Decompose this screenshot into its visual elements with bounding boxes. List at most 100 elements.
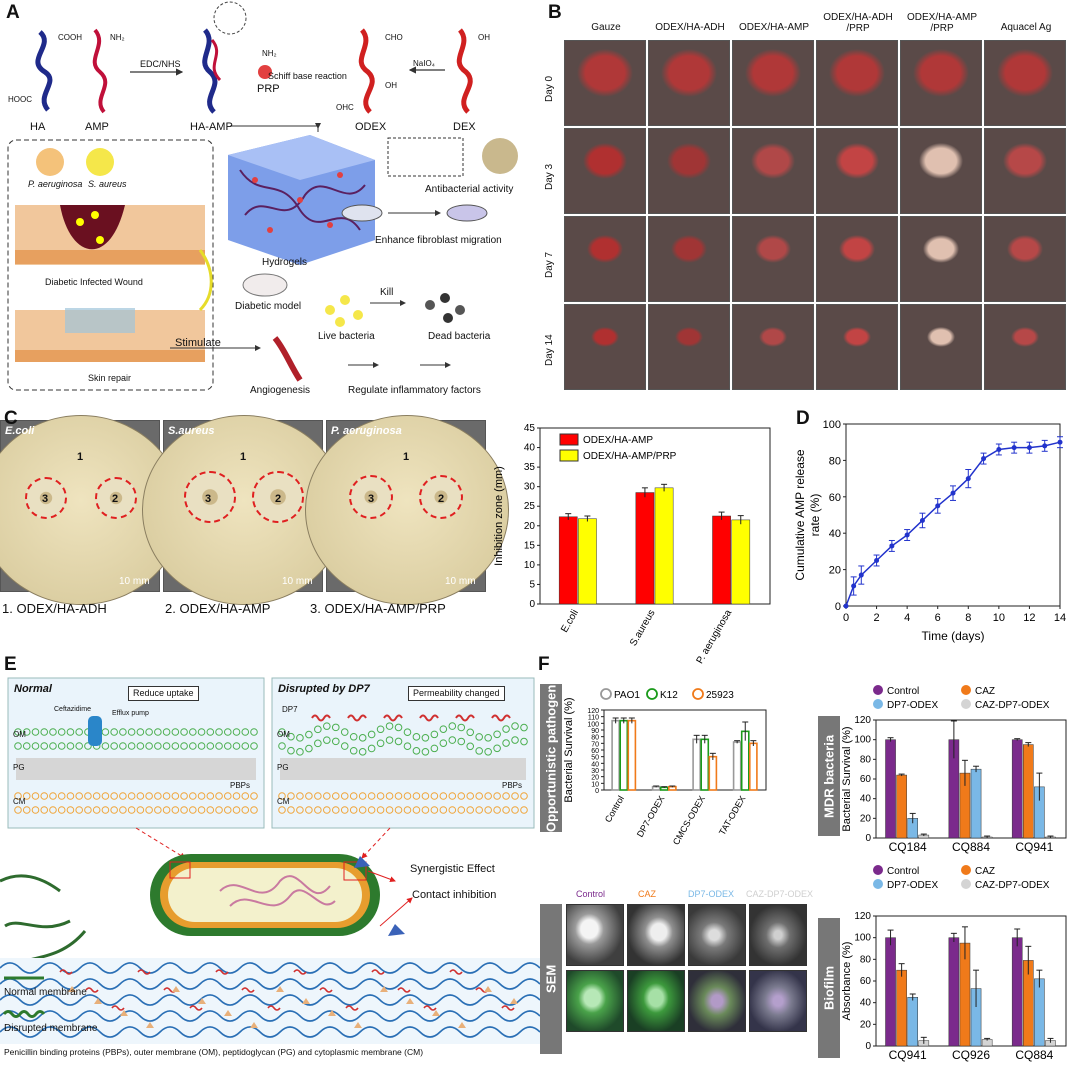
- om-label-disrupted: OM: [277, 730, 290, 739]
- legend-label: CAZ-DP7-ODEX: [975, 700, 1050, 711]
- stimulate-label: Stimulate: [175, 337, 221, 349]
- wound-column-header: ODEX/HA-ADH: [655, 22, 725, 33]
- s-aureus-label: S. aureus: [88, 179, 127, 189]
- legend-swatch: [873, 879, 883, 889]
- wound-photo: [900, 128, 982, 214]
- regulate-label: Regulate inflammatory factors: [348, 385, 481, 396]
- x-tick-label: E.coli: [559, 608, 581, 635]
- om-lipid: [287, 746, 295, 755]
- bar: [907, 997, 918, 1047]
- legend-label: PAO1: [614, 690, 640, 701]
- cm-lipid: [314, 792, 322, 800]
- cm-lipid: [412, 806, 421, 814]
- wound-photo: [984, 40, 1066, 126]
- crosslink-star: [328, 1010, 336, 1016]
- bar: [896, 969, 907, 1047]
- legend-label: K12: [660, 690, 678, 701]
- bar: [578, 518, 597, 605]
- om-lipid: [305, 744, 313, 753]
- cm-lipid: [448, 806, 457, 814]
- om-lipid: [493, 744, 501, 753]
- crosslink-star: [302, 998, 310, 1004]
- cm-lipid: [22, 792, 31, 800]
- cm-lipid: [197, 806, 206, 814]
- cm-lipid: [367, 806, 376, 814]
- om-lipid: [14, 728, 22, 736]
- sem-image-combo-gray: [749, 904, 807, 966]
- y-tick-label: 40: [591, 761, 599, 768]
- angiogenesis-label: Angiogenesis: [250, 385, 311, 396]
- cm-lipid: [493, 806, 501, 814]
- dp7-peptide: [345, 1005, 359, 1011]
- dp7-peptide: [383, 714, 403, 722]
- hydrogel-strand: [0, 962, 541, 974]
- bar: [619, 719, 629, 791]
- om-lipid: [136, 728, 145, 736]
- dp7-peptide: [137, 969, 151, 975]
- cm-lipid: [466, 806, 475, 814]
- crosslink-star: [432, 1010, 440, 1016]
- hydrogel-strand: [0, 1026, 541, 1038]
- cm-lipid: [241, 806, 250, 814]
- legend-label: DP7-ODEX: [887, 880, 938, 891]
- om-lipid: [439, 739, 448, 747]
- diabetic-model-label: Diabetic model: [235, 301, 302, 312]
- y-tick-label: 0: [595, 788, 599, 795]
- plate-paeruginosa-photo: 1 3 2 P. aeruginosa 10 mm: [305, 415, 509, 605]
- pbps-label-normal: PBPs: [230, 781, 251, 790]
- y-tick-label: 60: [860, 976, 872, 987]
- side-label-mdr: MDR bacteria: [818, 716, 840, 836]
- x-tick-label: 12: [1023, 612, 1035, 624]
- om-lipid: [314, 725, 322, 734]
- bar: [1011, 739, 1023, 839]
- dp7-label: DP7: [282, 705, 298, 714]
- cm-lipid: [296, 792, 304, 800]
- cm-lipid: [394, 806, 403, 814]
- om-lipid: [412, 747, 421, 755]
- om-lipid: [22, 742, 31, 750]
- cm-lipid: [127, 792, 136, 800]
- edc-label: EDC/NHS: [140, 59, 181, 69]
- cm-lipid: [145, 792, 153, 800]
- cm-lipid: [323, 792, 331, 800]
- om-lipid: [502, 725, 510, 733]
- sem-image-control-color: [566, 970, 624, 1032]
- sem-image-combo-color: [749, 970, 807, 1032]
- om-lipid: [430, 730, 439, 739]
- x-axis-label: Time (days): [922, 629, 985, 643]
- bar: [1034, 978, 1045, 1047]
- wound-photo: [648, 128, 730, 214]
- cm-lipid: [278, 806, 286, 814]
- bar: [731, 519, 751, 605]
- om-lipid: [520, 723, 528, 732]
- data-point: [1057, 439, 1063, 445]
- cm-lipid: [101, 792, 110, 800]
- cm-lipid: [241, 792, 250, 800]
- dp7-peptide: [491, 714, 511, 722]
- om-lipid: [241, 742, 250, 750]
- cm-lipid: [331, 792, 340, 800]
- prp-label: PRP: [257, 83, 280, 95]
- crosslink-star: [198, 998, 206, 1004]
- om-lipid: [189, 728, 197, 736]
- crosslink-star: [172, 986, 180, 992]
- plate-legend-3: 3. ODEX/HA-AMP/PRP: [310, 601, 446, 616]
- om-lipid: [421, 747, 430, 756]
- x-tick-label: 8: [965, 612, 971, 624]
- cm-lipid: [206, 806, 215, 814]
- wound-row-header: Day 7: [544, 251, 555, 278]
- wound-photo: [900, 40, 982, 126]
- cm-lipid: [162, 792, 171, 800]
- x-tick-label: DP7-ODEX: [635, 794, 667, 839]
- om-lipid: [296, 734, 304, 742]
- cm-lipid: [57, 806, 66, 814]
- schematic-e-drawing: [0, 677, 541, 1044]
- data-point: [981, 456, 987, 462]
- cm-lipid: [385, 792, 394, 800]
- amp-label: AMP: [85, 121, 109, 133]
- dead-bacteria-label: Dead bacteria: [428, 331, 491, 342]
- om-lipid: [110, 742, 118, 750]
- wound-column-header: ODEX/HA-AMP /PRP: [906, 12, 977, 34]
- p-aeruginosa-label: P. aeruginosa: [28, 179, 83, 189]
